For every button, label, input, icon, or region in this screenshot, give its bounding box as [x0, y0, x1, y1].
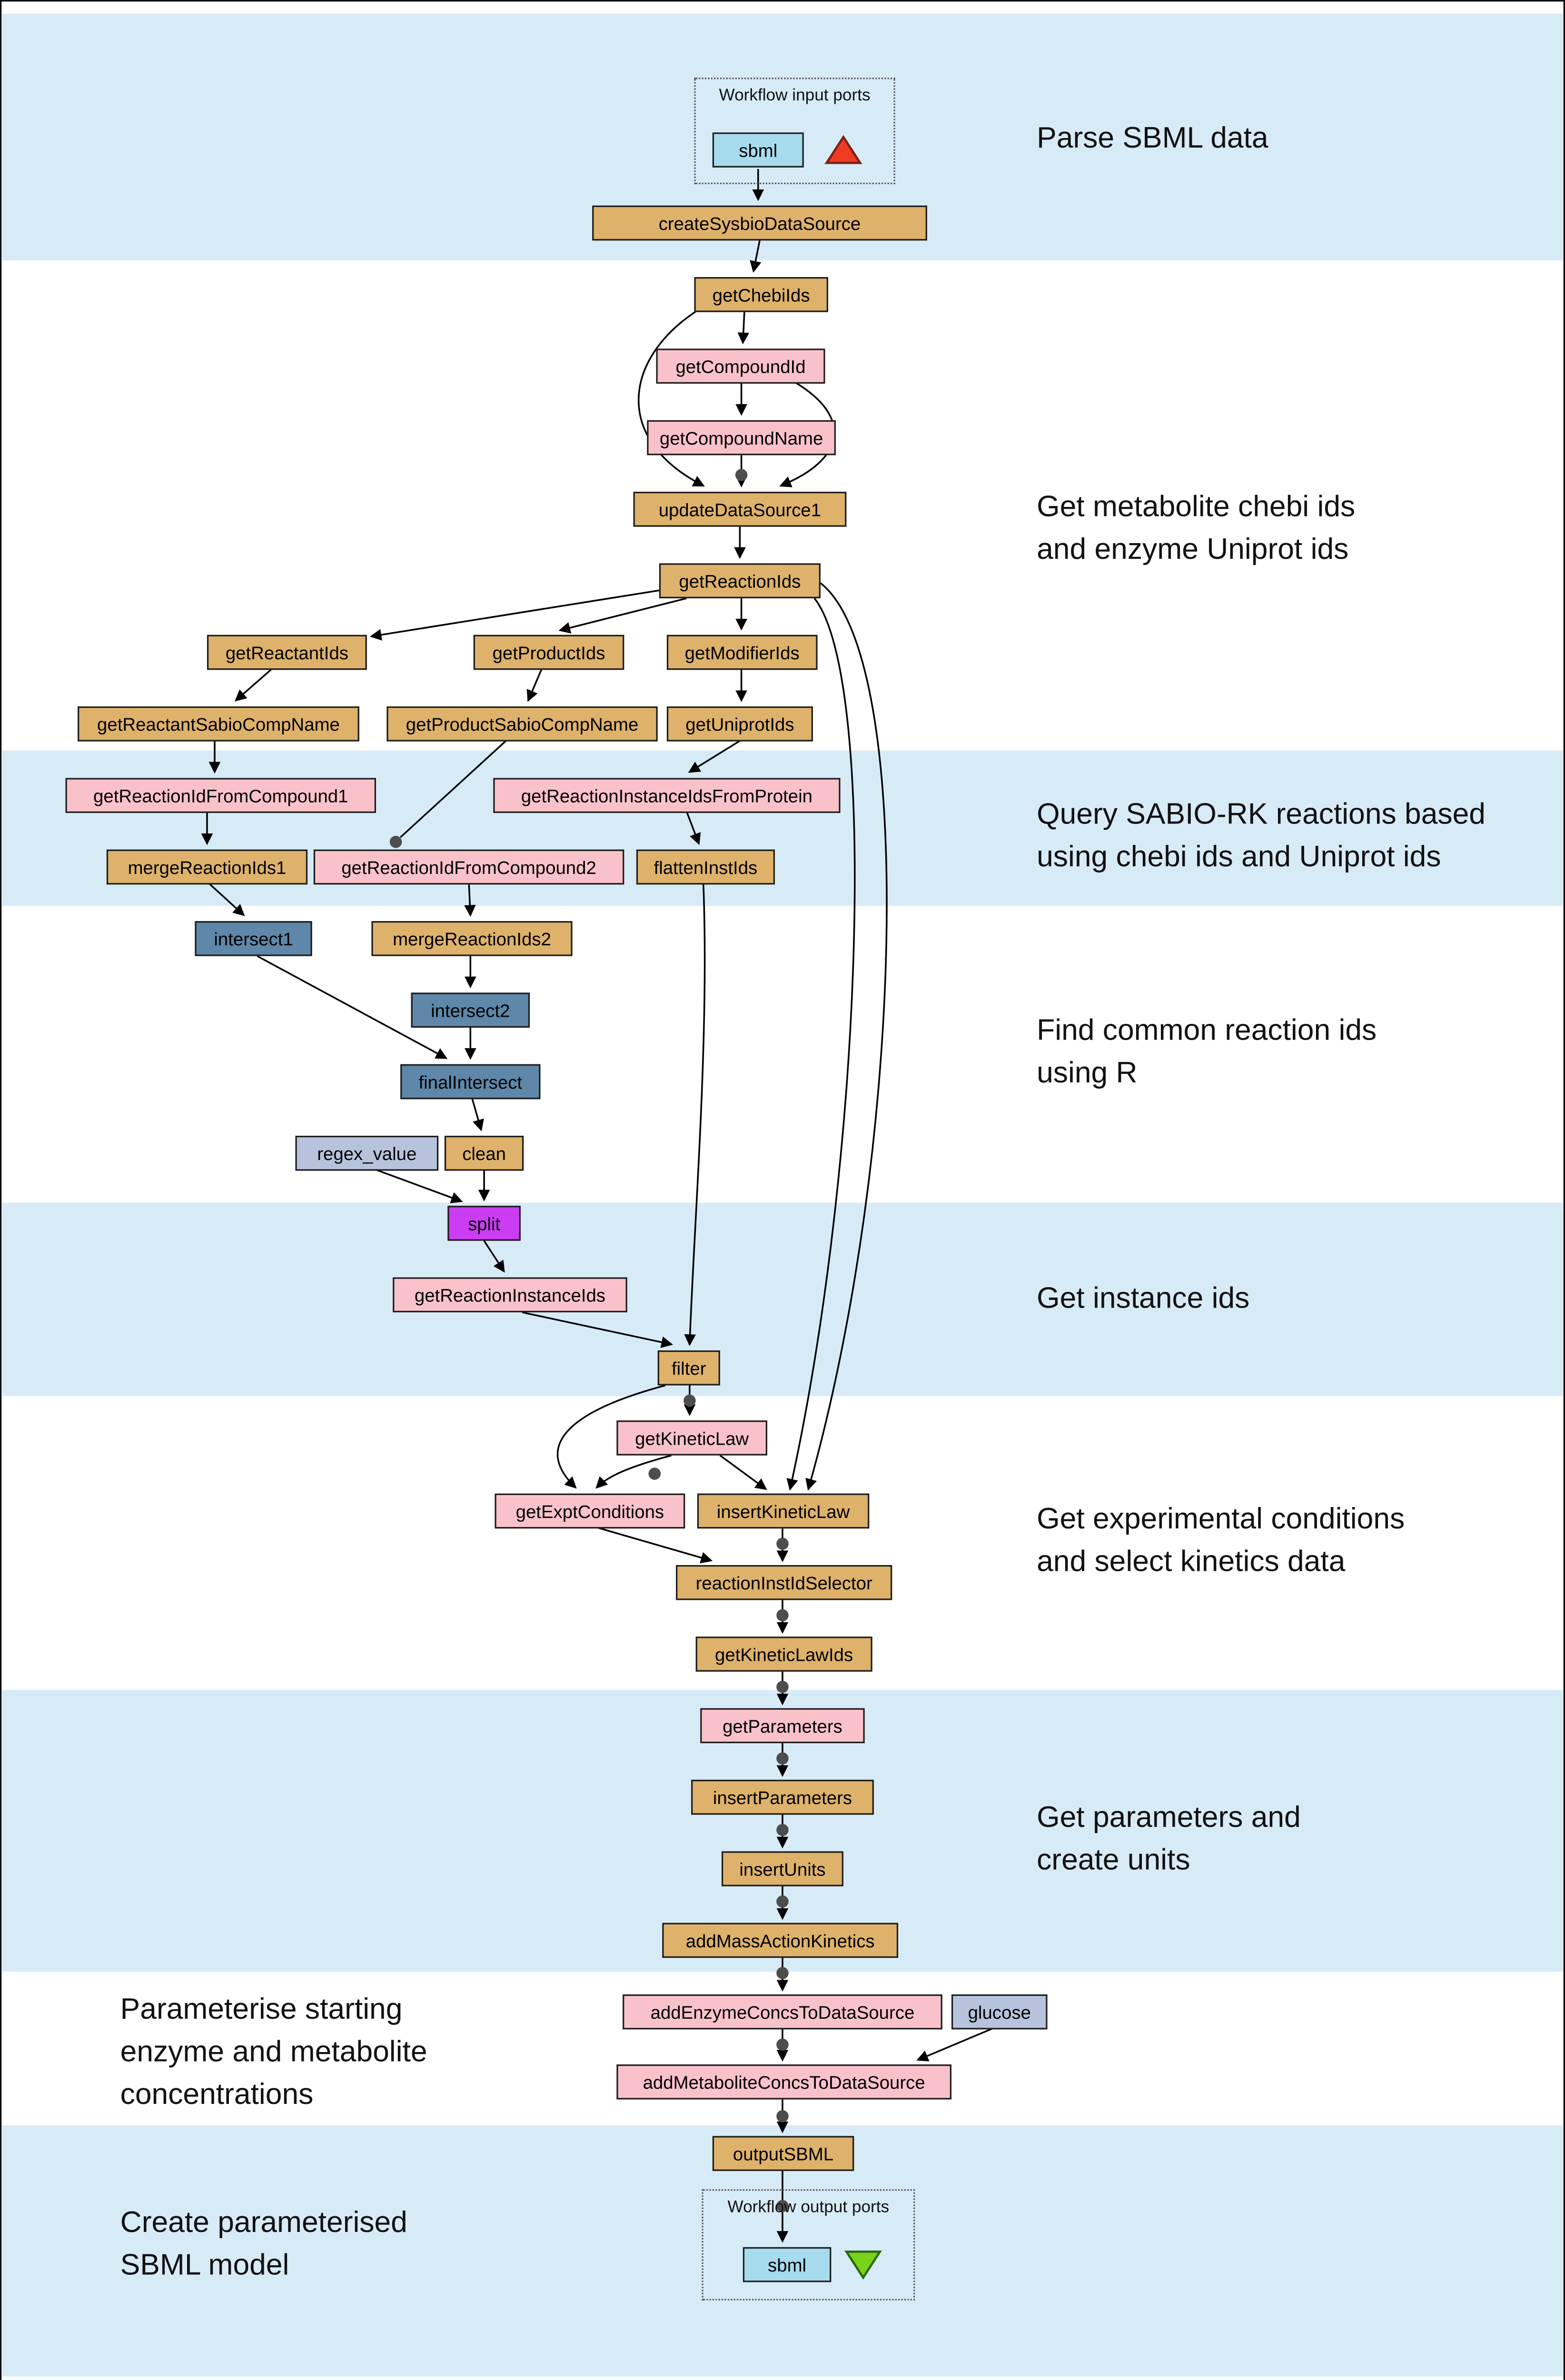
band-instance-ids: [1, 1202, 1564, 1396]
node-flattenInstIds: flattenInstIds: [636, 849, 775, 885]
node-insertKineticLaw: insertKineticLaw: [697, 1493, 870, 1529]
workflow-input-ports-group: Workflow input ports: [694, 78, 895, 185]
node-clean: clean: [444, 1136, 524, 1171]
workflow-input-ports-label: Workflow input ports: [719, 87, 871, 105]
node-getModifierIds: getModifierIds: [666, 635, 818, 670]
node-getReactionInstanceIds: getReactionInstanceIds: [393, 1277, 627, 1313]
node-getCompoundId: getCompoundId: [656, 348, 825, 384]
node-getParameters: getParameters: [700, 1708, 865, 1744]
node-addEnzymeConcsToDataSource: addEnzymeConcsToDataSource: [623, 1994, 942, 2030]
node-mergeReactionIds2: mergeReactionIds2: [371, 921, 573, 956]
node-getCompoundName: getCompoundName: [647, 420, 836, 456]
output-port-triangle-icon: [844, 2251, 882, 2280]
section-label-common-ids: Find common reaction ids using R: [1037, 1014, 1377, 1091]
section-label-query-sabio: Query SABIO-RK reactions based using che…: [1037, 797, 1486, 874]
node-getProductIds: getProductIds: [473, 635, 624, 670]
node-addMetaboliteConcsToDataSource: addMetaboliteConcsToDataSource: [616, 2064, 951, 2100]
node-getReactantSabioCompName: getReactantSabioCompName: [78, 706, 359, 742]
node-getExptConditions: getExptConditions: [495, 1493, 685, 1529]
node-intersect2: intersect2: [411, 992, 530, 1028]
node-getChebiIds: getChebiIds: [694, 277, 828, 312]
node-getReactionIdFromCompound1: getReactionIdFromCompound1: [65, 778, 376, 813]
node-getUniprotIds: getUniprotIds: [666, 706, 813, 742]
node-getKineticLawIds: getKineticLawIds: [695, 1636, 872, 1672]
node-split: split: [447, 1206, 521, 1241]
node-getReactionIds: getReactionIds: [659, 563, 821, 598]
node-glucose: glucose: [951, 1994, 1048, 2030]
section-label-metabolite-ids: Get metabolite chebi ids and enzyme Unip…: [1037, 490, 1356, 566]
node-createSysbioDataSource: createSysbioDataSource: [592, 205, 927, 241]
node-finalIntersect: finalIntersect: [400, 1064, 541, 1100]
section-label-parameters: Get parameters and create units: [1037, 1801, 1301, 1877]
node-updateDataSource1: updateDataSource1: [633, 492, 847, 527]
section-label-parse-sbml: Parse SBML data: [1037, 121, 1268, 156]
section-label-create-model: Create parameterised SBML model: [120, 2206, 407, 2282]
section-label-instance-ids: Get instance ids: [1037, 1282, 1250, 1316]
node-insertParameters: insertParameters: [691, 1779, 874, 1815]
node-getKineticLaw: getKineticLaw: [616, 1420, 767, 1456]
node-getReactionInstanceIdsFromProtein: getReactionInstanceIdsFromProtein: [493, 778, 841, 813]
node-intersect1: intersect1: [195, 921, 312, 956]
node-mergeReactionIds1: mergeReactionIds1: [106, 849, 308, 885]
input-port-triangle-icon: [824, 135, 862, 164]
node-getProductSabioCompName: getProductSabioCompName: [386, 706, 658, 742]
workflow-output-ports-group: Workflow output ports: [702, 2189, 915, 2301]
node-reactionInstIdSelector: reactionInstIdSelector: [676, 1565, 892, 1600]
section-label-expt-conditions: Get experimental conditions and select k…: [1037, 1502, 1405, 1579]
node-outputSBML: outputSBML: [712, 2136, 854, 2171]
node-getReactantIds: getReactantIds: [207, 635, 367, 670]
output-port-sbml: sbml: [743, 2247, 832, 2282]
node-addMassActionKinetics: addMassActionKinetics: [662, 1923, 899, 1958]
section-label-parameterise: Parameterise starting enzyme and metabol…: [120, 1993, 427, 2112]
node-filter: filter: [657, 1350, 720, 1386]
node-regex_value: regex_value: [295, 1136, 439, 1171]
input-port-sbml: sbml: [712, 132, 804, 168]
workflow-output-ports-label: Workflow output ports: [727, 2198, 890, 2217]
node-getReactionIdFromCompound2: getReactionIdFromCompound2: [313, 849, 624, 885]
node-insertUnits: insertUnits: [722, 1851, 843, 1886]
